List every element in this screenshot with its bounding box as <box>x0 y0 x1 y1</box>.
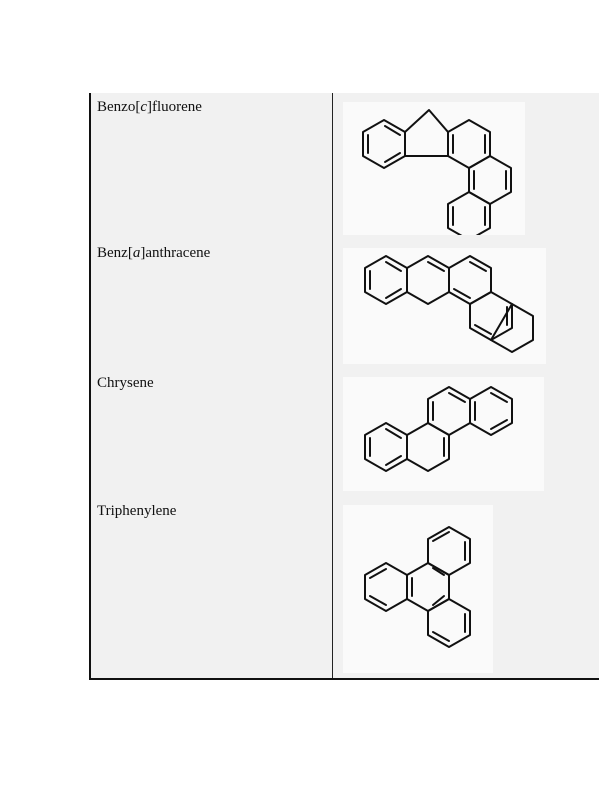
structure-benzo-c-fluorene <box>343 102 525 235</box>
structure-benz-a-anthracene <box>343 248 546 364</box>
column-divider <box>332 93 333 678</box>
compound-name-benz-a-anthracene: Benz[a]anthracene <box>97 245 211 261</box>
compound-name-triphenylene: Triphenylene <box>97 503 177 519</box>
structure-triphenylene <box>343 505 493 673</box>
compound-name-benzo-c-fluorene: Benzo[c]fluorene <box>97 99 202 115</box>
structure-chrysene <box>343 377 544 491</box>
compound-table: Benzo[c]fluorene Benz[a]anthracene <box>89 93 599 680</box>
compound-name-chrysene: Chrysene <box>97 375 154 391</box>
